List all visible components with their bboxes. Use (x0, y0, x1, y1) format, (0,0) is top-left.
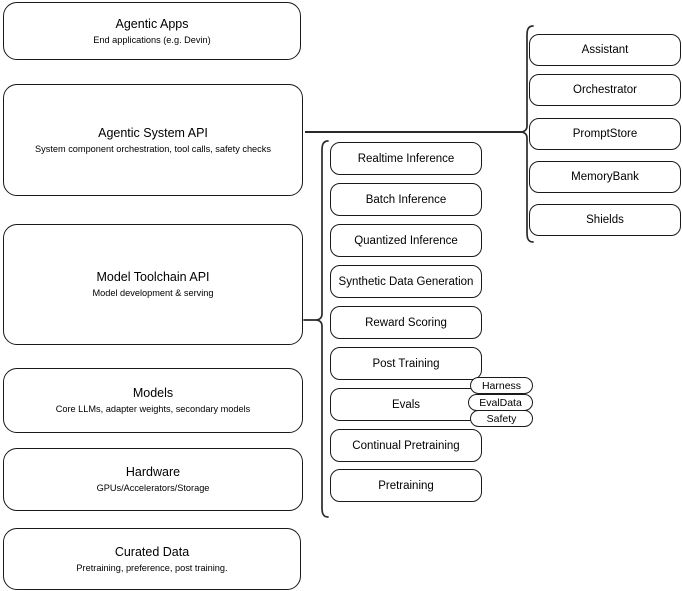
layer-box-model-toolchain-api[interactable]: Model Toolchain API Model development & … (3, 224, 303, 345)
bracket-agentic-system-components (511, 25, 534, 243)
layer-box-curated-data[interactable]: Curated Data Pretraining, preference, po… (3, 528, 301, 590)
layer-subtitle: GPUs/Accelerators/Storage (96, 483, 210, 493)
capability-chip-evals[interactable]: Evals (330, 388, 482, 421)
capability-chip-realtime-inference[interactable]: Realtime Inference (330, 142, 482, 175)
layer-box-agentic-system-api[interactable]: Agentic System API System component orch… (3, 84, 303, 196)
layer-subtitle: Core LLMs, adapter weights, secondary mo… (55, 404, 251, 414)
layer-box-agentic-apps[interactable]: Agentic Apps End applications (e.g. Devi… (3, 2, 301, 60)
layer-title: Agentic Apps (115, 16, 189, 31)
layer-title: Hardware (125, 465, 181, 479)
layer-title: Model Toolchain API (96, 270, 210, 284)
capability-chip-continual-pretraining[interactable]: Continual Pretraining (330, 429, 482, 462)
capability-chip-synthetic-data-generation[interactable]: Synthetic Data Generation (330, 265, 482, 298)
layer-title: Models (132, 386, 174, 400)
capability-chip-post-training[interactable]: Post Training (330, 347, 482, 380)
capability-chip-pretraining[interactable]: Pretraining (330, 469, 482, 502)
layer-subtitle: Model development & serving (92, 288, 214, 298)
system-component-chip-shields[interactable]: Shields (529, 204, 681, 236)
layer-box-models[interactable]: Models Core LLMs, adapter weights, secon… (3, 368, 303, 433)
evals-subitem-pill-evaldata[interactable]: EvalData (468, 394, 533, 411)
evals-subitem-pill-harness[interactable]: Harness (470, 377, 533, 394)
layer-title: Agentic System API (98, 125, 208, 140)
evals-subitem-pill-safety[interactable]: Safety (470, 410, 533, 427)
connector-line-system-api-to-components (305, 131, 521, 133)
system-component-chip-orchestrator[interactable]: Orchestrator (529, 74, 681, 106)
layer-subtitle: End applications (e.g. Devin) (93, 34, 211, 45)
layer-subtitle: System component orchestration, tool cal… (35, 143, 271, 154)
layer-title: Curated Data (114, 544, 190, 559)
bracket-model-toolchain (303, 140, 329, 518)
capability-chip-quantized-inference[interactable]: Quantized Inference (330, 224, 482, 257)
layer-subtitle: Pretraining, preference, post training. (76, 562, 228, 573)
system-component-chip-assistant[interactable]: Assistant (529, 34, 681, 66)
system-component-chip-promptstore[interactable]: PromptStore (529, 118, 681, 150)
system-component-chip-memorybank[interactable]: MemoryBank (529, 161, 681, 193)
layer-box-hardware[interactable]: Hardware GPUs/Accelerators/Storage (3, 448, 303, 511)
capability-chip-batch-inference[interactable]: Batch Inference (330, 183, 482, 216)
capability-chip-reward-scoring[interactable]: Reward Scoring (330, 306, 482, 339)
